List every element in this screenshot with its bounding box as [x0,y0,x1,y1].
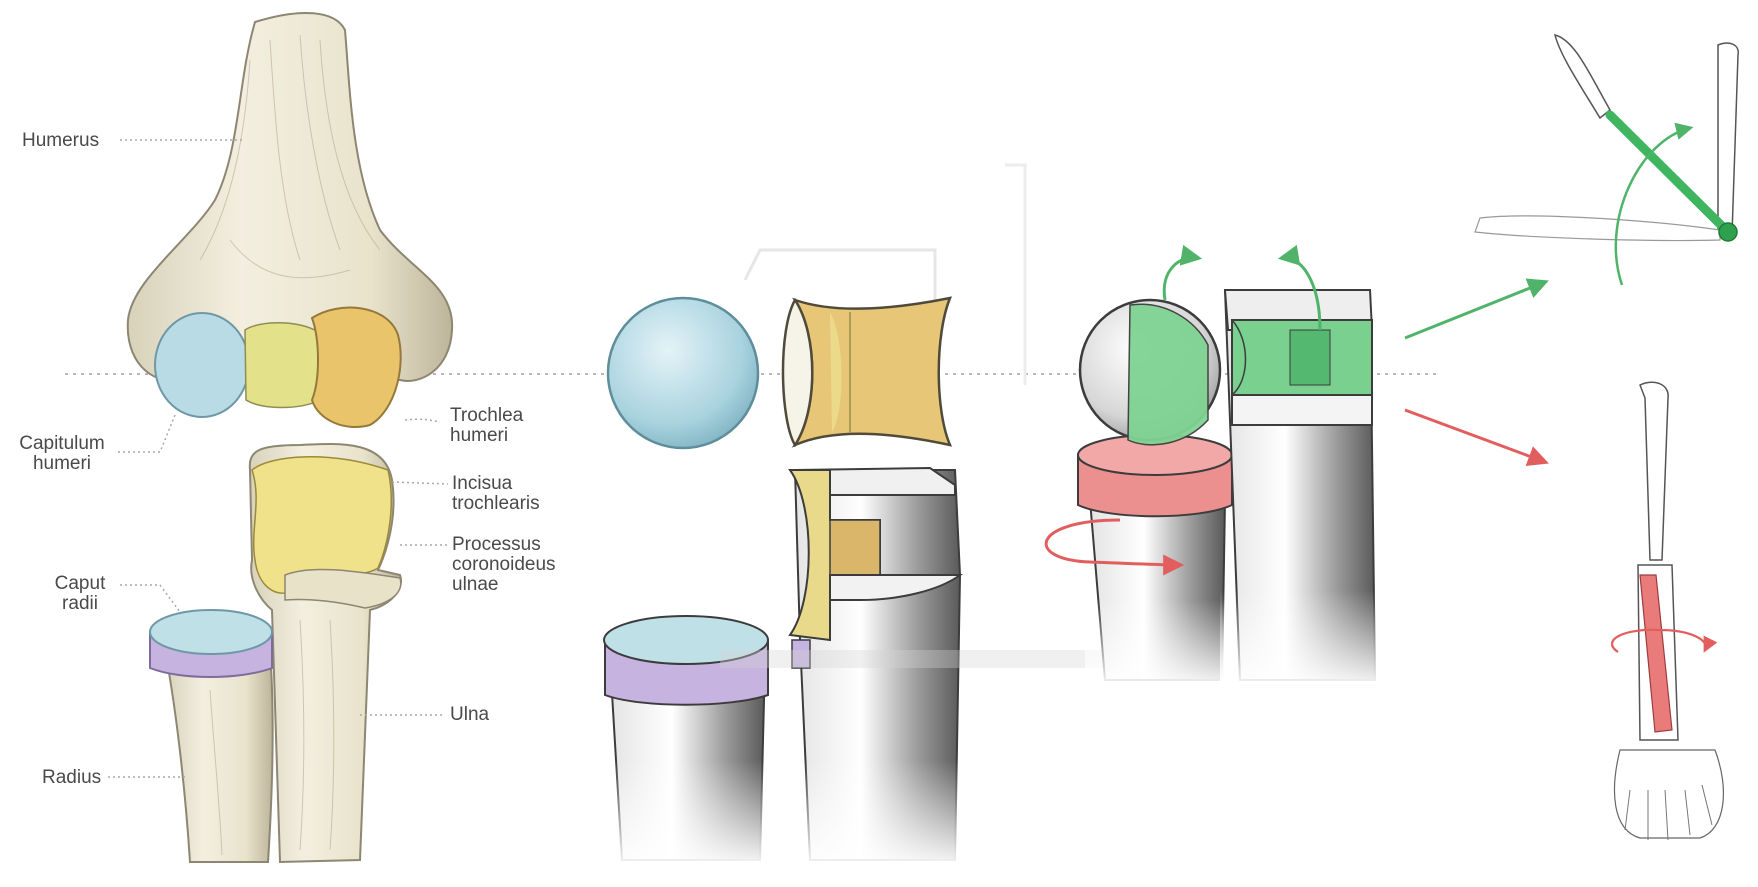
trochlea-groove [245,323,320,408]
label-humerus: Humerus [22,131,99,151]
hourglass-trochlea [795,298,950,445]
label-ulna: Ulna [450,705,489,725]
label-capitulum-humeri: Capitulum humeri [8,434,116,474]
pronation-sketch [1612,382,1723,840]
caput-radii-top [150,610,272,654]
geometric-model [604,165,1130,870]
label-incisura-trochlearis: Incisua trochlearis [452,474,540,514]
label-processus-coronoideus: Processus coronoideus ulnae [452,535,556,595]
joint-motion-model [1046,258,1380,690]
red-arrow [1405,410,1545,462]
flexion-sketch [1475,35,1738,285]
label-radius: Radius [42,768,101,788]
radius-bone [165,650,273,862]
trochlea-humeri [312,308,401,427]
label-trochlea-humeri: Trochlea humeri [450,406,523,446]
sphere-capitulum [608,298,758,448]
label-caput-radii: Caput radii [40,574,120,614]
green-arrow [1405,282,1545,338]
capitulum-humeri [155,313,249,417]
